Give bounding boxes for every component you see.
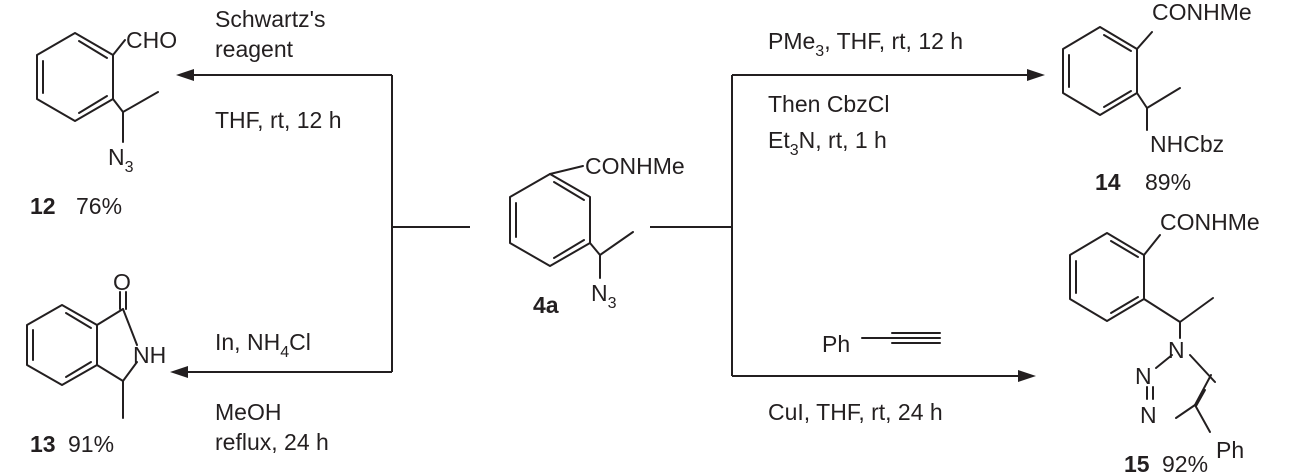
arrowhead-to-14 — [1027, 69, 1045, 81]
conditions-bottom-left-line2: reflux, 24 h — [215, 429, 329, 455]
compound-14-nhcbz: NHCbz — [1150, 131, 1224, 157]
conditions-et3n: Et3N, rt, 1 h — [768, 127, 887, 159]
compound-12-cho: CHO — [126, 27, 177, 53]
conditions-bottom-left-line1: MeOH — [215, 399, 281, 425]
arrowhead-to-13 — [170, 366, 188, 378]
right-branch-lines — [650, 74, 1030, 377]
compound-12: CHO N3 12 76% — [30, 27, 177, 219]
compound-14: CONHMe NHCbz 14 89% — [1062, 0, 1252, 195]
compound-15-ph: Ph — [1216, 437, 1244, 463]
compound-4a: CONHMe N3 4a — [509, 153, 685, 318]
reagent-in-nh4cl: In, NH4Cl — [215, 329, 311, 361]
compound-4a-label: 4a — [533, 292, 559, 318]
alkyne-triple-bond — [861, 332, 941, 344]
reagent-pme3: PMe3, THF, rt, 12 h — [768, 28, 963, 60]
compound-15-yield: 92% — [1162, 451, 1208, 475]
compound-4a-bonds — [509, 165, 634, 279]
compound-12-yield: 76% — [76, 193, 122, 219]
compound-14-conhme: CONHMe — [1152, 0, 1252, 25]
compound-15: CONHMe N N N Ph 15 92% — [1069, 209, 1260, 475]
compound-14-bonds — [1062, 26, 1181, 131]
compound-4a-azide: N3 — [591, 280, 617, 312]
compound-13-bonds — [26, 291, 138, 419]
compound-13-label: 13 — [30, 431, 56, 457]
compound-15-label: 15 — [1124, 451, 1150, 475]
compound-15-n2: N — [1135, 363, 1152, 389]
compound-14-label: 14 — [1095, 169, 1121, 195]
conditions-then-cbzcl: Then CbzCl — [768, 91, 889, 117]
compound-13-nh: NH — [133, 342, 166, 368]
compound-15-n3: N — [1140, 402, 1157, 428]
compound-13-oxygen: O — [113, 269, 131, 295]
compound-13: O NH 13 91% — [26, 269, 166, 457]
compound-15-bonds — [1069, 232, 1216, 433]
compound-12-bonds — [36, 32, 159, 143]
alkyne-ph-label: Ph — [822, 331, 850, 357]
reagent-schwartz-line1: Schwartz's — [215, 6, 325, 32]
compound-15-conhme: CONHMe — [1160, 209, 1260, 235]
arrowhead-to-15 — [1018, 370, 1036, 382]
compound-15-n1: N — [1168, 337, 1185, 363]
left-branch-lines — [185, 74, 470, 373]
arrowhead-to-12 — [176, 69, 194, 81]
conditions-top-left: THF, rt, 12 h — [215, 107, 342, 133]
conditions-cui: CuI, THF, rt, 24 h — [768, 399, 943, 425]
compound-12-azide: N3 — [108, 144, 134, 176]
phenylacetylene: Ph — [822, 331, 941, 357]
compound-4a-conhme: CONHMe — [585, 153, 685, 179]
compound-12-label: 12 — [30, 193, 56, 219]
reagent-schwartz-line2: reagent — [215, 36, 294, 62]
compound-14-yield: 89% — [1145, 169, 1191, 195]
compound-13-yield: 91% — [68, 431, 114, 457]
